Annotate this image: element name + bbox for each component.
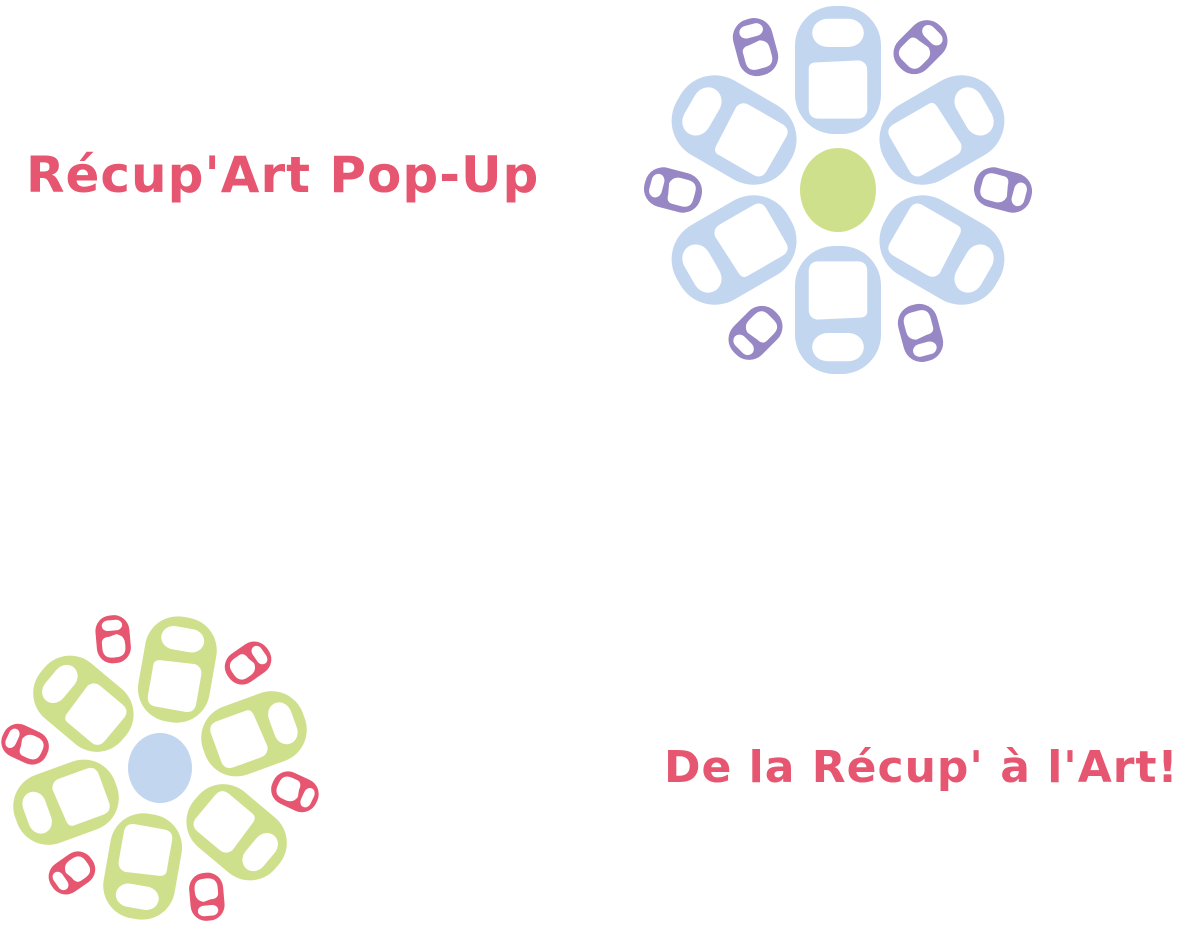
can-tab-flower-icon [1, 615, 319, 921]
main-title: Récup'Art Pop-Up [26, 146, 540, 204]
tagline: De la Récup' à l'Art! [664, 742, 1179, 793]
can-tab-flower-icon [643, 6, 1033, 374]
